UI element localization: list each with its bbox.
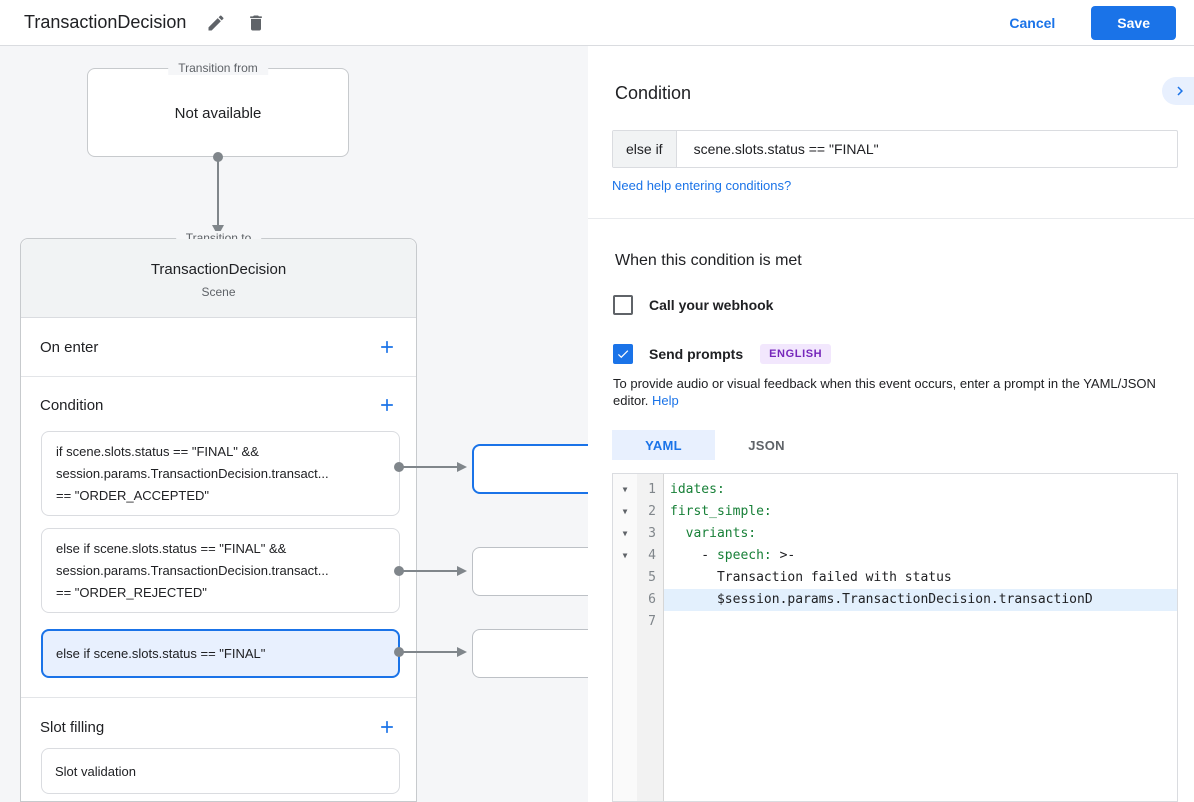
connector-arrow-1 (394, 462, 467, 472)
language-badge: ENGLISH (760, 344, 832, 364)
delete-scene-button[interactable] (246, 11, 266, 35)
transition-to-card: Transition to TransactionDecision Scene … (20, 231, 417, 802)
cancel-button[interactable]: Cancel (997, 7, 1067, 39)
line-number: 5 (648, 570, 656, 585)
condition-expression-input[interactable] (676, 131, 1177, 167)
line-number: 4 (648, 548, 656, 563)
yaml-code-editor[interactable]: ▼ ▼ ▼ ▼ 1 2 3 4 5 6 7 idates: first_simp… (612, 473, 1178, 802)
plus-icon (381, 341, 393, 353)
code-line: first_simple: (670, 504, 772, 519)
prompt-description-text: To provide audio or visual feedback when… (613, 376, 1156, 408)
condition-card-3-selected[interactable]: else if scene.slots.status == "FINAL" (41, 629, 400, 678)
editor-fold-gutter: ▼ ▼ ▼ ▼ (613, 474, 637, 801)
connector-arrow-2 (394, 566, 467, 576)
slot-validation-label: Slot validation (55, 763, 136, 779)
add-slot-button[interactable] (377, 716, 397, 738)
line-number: 1 (648, 482, 656, 497)
fold-toggle-icon[interactable]: ▼ (622, 529, 628, 538)
help-link[interactable]: Help (652, 393, 679, 408)
transition-from-legend: Transition from (168, 61, 268, 75)
webhook-row: Call your webhook (613, 295, 773, 315)
fold-toggle-icon[interactable]: ▼ (622, 507, 628, 516)
on-enter-label: On enter (40, 338, 99, 356)
tab-json[interactable]: JSON (715, 430, 818, 460)
edit-title-button[interactable] (206, 11, 226, 35)
condition-expression-field: else if (612, 130, 1178, 168)
scene-name: TransactionDecision (150, 261, 287, 278)
slot-validation-card[interactable]: Slot validation (41, 748, 400, 794)
condition-detail-panel: Condition else if Need help entering con… (588, 45, 1194, 802)
code-line: Transaction failed with status (670, 570, 952, 585)
plus-icon (381, 399, 393, 411)
when-condition-heading: When this condition is met (615, 252, 802, 269)
code-line: idates: (670, 482, 725, 497)
editor-tabs: YAML JSON (612, 430, 818, 460)
tab-yaml[interactable]: YAML (612, 430, 715, 460)
line-number: 2 (648, 504, 656, 519)
fold-toggle-icon[interactable]: ▼ (622, 551, 628, 560)
code-line-highlighted: $session.params.TransactionDecision.tran… (664, 589, 1177, 611)
scene-type-label: Scene (201, 285, 236, 299)
topbar-actions: Cancel Save (997, 5, 1194, 40)
send-prompts-checkbox[interactable] (613, 344, 633, 364)
editor-code-area[interactable]: idates: first_simple: variants: - speech… (664, 474, 1177, 801)
condition-help-link[interactable]: Need help entering conditions? (612, 178, 792, 193)
line-number: 3 (648, 526, 656, 541)
vertical-connector-arrow (212, 152, 224, 236)
slot-filling-label: Slot filling (40, 718, 105, 736)
code-line (664, 611, 1177, 633)
scene-card-header: TransactionDecision Scene (21, 239, 416, 318)
pencil-icon (208, 14, 224, 30)
page-title: TransactionDecision (24, 12, 187, 32)
connector-arrow-3 (394, 647, 467, 657)
code-line: variants: (670, 526, 757, 541)
add-on-enter-button[interactable] (377, 336, 397, 358)
editor-line-numbers: 1 2 3 4 5 6 7 (637, 474, 664, 801)
prompt-description: To provide audio or visual feedback when… (613, 375, 1191, 409)
transition-from-value: Not available (174, 105, 262, 122)
add-condition-button[interactable] (377, 394, 397, 416)
line-number: 6 (648, 592, 656, 607)
condition-label: Condition (40, 396, 104, 414)
check-icon (617, 350, 629, 359)
trash-icon (250, 15, 263, 30)
send-prompts-label: Send prompts (649, 346, 744, 362)
send-prompts-row: Send prompts ENGLISH (613, 344, 832, 364)
panel-divider (588, 218, 1194, 219)
flow-canvas: Transition from Not available Transition… (0, 45, 622, 802)
collapse-panel-button[interactable] (1162, 77, 1194, 105)
section-divider (21, 697, 416, 698)
on-enter-section: On enter (21, 318, 416, 377)
chevron-right-icon (1177, 86, 1183, 96)
condition-section: Condition (21, 385, 416, 425)
code-line: - speech: >- (670, 548, 796, 563)
save-button[interactable]: Save (1091, 5, 1176, 40)
transition-from-box: Transition from Not available (87, 61, 349, 157)
webhook-label: Call your webhook (649, 297, 774, 313)
plus-icon (381, 721, 393, 733)
condition-card-1[interactable]: if scene.slots.status == "FINAL" && sess… (41, 431, 400, 516)
fold-toggle-icon[interactable]: ▼ (622, 485, 628, 494)
webhook-checkbox[interactable] (613, 295, 633, 315)
condition-card-2[interactable]: else if scene.slots.status == "FINAL" &&… (41, 528, 400, 613)
condition-prefix-label: else if (613, 131, 677, 167)
slot-filling-section: Slot filling (21, 707, 416, 747)
line-number: 7 (648, 614, 656, 629)
top-bar: TransactionDecision Cancel Save (0, 0, 1194, 46)
panel-title: Condition (615, 83, 692, 103)
